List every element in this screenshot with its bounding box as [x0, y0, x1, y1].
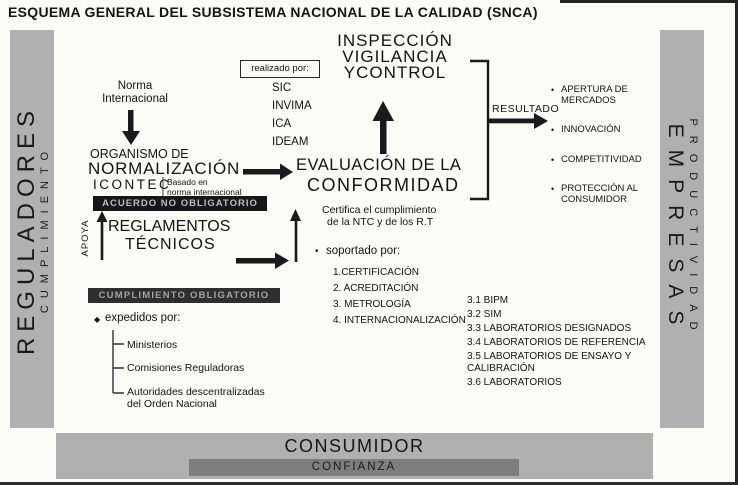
- realizado-item-sic: SIC: [272, 82, 292, 94]
- scan-edge-top: [560, 0, 738, 3]
- reglamentos-right-arrow: [236, 252, 289, 269]
- norma-internacional-label: Norma Internacional: [102, 80, 168, 105]
- expedidos-bracket: [112, 330, 124, 394]
- organismo-line3-icontec: ICONTEC: [93, 177, 172, 192]
- resultado-bracket: [470, 59, 490, 201]
- scan-edge-right: [735, 0, 738, 485]
- metrologia-item-lab-ensayo: 3.5 LABORATORIOS DE ENSAYO Y CALIBRACIÓN: [467, 351, 632, 374]
- bottom-bar-primary-label: CONSUMIDOR: [284, 436, 425, 456]
- dot-bullet-icon: •: [315, 246, 319, 257]
- resultado-right-arrow: [489, 113, 548, 129]
- metrologia-item-lab-designados: 3.3 LABORATORIOS DESIGNADOS: [467, 323, 632, 334]
- evaluacion-to-inspeccion-arrow: [372, 101, 394, 154]
- evaluacion-line2: CONFORMIDAD: [307, 175, 460, 195]
- icontec-note: Basado en norma internacional: [167, 177, 242, 197]
- metrologia-item-lab-referencia: 3.4 LABORATORIOS DE REFERENCIA: [467, 337, 646, 348]
- realizado-item-ica: ICA: [272, 118, 292, 130]
- right-bar-secondary-label: PRODUCTIVIDAD: [687, 118, 699, 340]
- norma-to-organismo-arrow: [122, 110, 140, 145]
- metrologia-item-laboratorios: 3.6 LABORATORIOS: [467, 377, 562, 388]
- inspeccion-line2: VIGILANCIA: [342, 47, 448, 66]
- realizado-por-box: realizado por:: [240, 60, 320, 78]
- organismo-to-evaluacion-arrow: [243, 163, 293, 180]
- right-bar-empresas: EMPRESAS PRODUCTIVIDAD: [660, 30, 704, 428]
- certifica-up-arrow: [290, 209, 301, 262]
- soportado-por-label: soportado por:: [326, 245, 401, 257]
- expedidos-item-autoridades: Autoridades descentralizadas del Orden N…: [127, 386, 265, 410]
- realizado-item-ideam: IDEAM: [272, 136, 309, 148]
- organismo-line2: NORMALIZACIÓN: [88, 159, 241, 178]
- certifica-line1: Certifica el cumplimiento: [322, 204, 437, 216]
- expedidos-por-label: expedidos por:: [105, 312, 181, 324]
- organismo-line1: ORGANISMO DE: [90, 147, 189, 161]
- certifica-line2: de la NTC y de los R.T: [327, 216, 434, 228]
- metrologia-item-bipm: 3.1 BIPM: [467, 295, 509, 306]
- bottom-bar-secondary-label: CONFIANZA: [311, 461, 397, 473]
- confianza-strip: CONFIANZA: [189, 459, 519, 476]
- result-item-competitividad: COMPETITIVIDAD: [561, 154, 642, 165]
- inspeccion-line3: YCONTROL: [343, 63, 447, 82]
- cumplimiento-obligatorio-tag: CUMPLIMIENTO OBLIGATORIO: [88, 288, 280, 303]
- diamond-bullet-icon: ◆: [94, 315, 101, 324]
- left-bar-secondary-label: CUMPLIMIENTO: [39, 144, 51, 314]
- soportado-item-acreditacion: 2. ACREDITACIÓN: [333, 283, 419, 294]
- expedidos-item-ministerios: Ministerios: [127, 339, 178, 351]
- realizado-item-invima: INVIMA: [272, 100, 312, 112]
- inspeccion-line1: INSPECCIÓN: [337, 31, 453, 50]
- result-item-innovacion: INNOVACIÓN: [561, 124, 621, 135]
- evaluacion-line1: EVALUACIÓN DE LA: [296, 156, 462, 174]
- bottom-bar-consumidor: CONSUMIDOR CONFIANZA: [56, 433, 653, 479]
- metrologia-item-sim: 3.2 SIM: [467, 309, 502, 320]
- apoya-label: APOYA: [80, 219, 91, 257]
- left-bar-reguladores: REGULADORES CUMPLIMIENTO: [10, 30, 54, 428]
- page-title: ESQUEMA GENERAL DEL SUBSISTEMA NACIONAL …: [8, 4, 538, 20]
- result-bullet-2-icon: •: [551, 125, 555, 135]
- resultado-label: RESULTADO: [492, 103, 560, 115]
- result-bullet-3-icon: •: [551, 155, 555, 165]
- reglamentos-line1: REGLAMENTOS: [108, 218, 231, 235]
- soportado-item-internacionalizacion: 4. INTERNACIONALIZACIÓN: [333, 315, 466, 326]
- soportado-item-certificacion: 1.CERTIFICACIÓN: [333, 267, 419, 278]
- right-bar-primary-label: EMPRESAS: [664, 123, 687, 337]
- apoya-up-arrow: [96, 211, 108, 260]
- result-bullet-1-icon: •: [551, 85, 555, 95]
- reglamentos-line2: TÉCNICOS: [125, 236, 216, 253]
- expedidos-item-comisiones: Comisiones Reguladoras: [127, 362, 245, 374]
- result-item-proteccion: PROTECCIÓN AL CONSUMIDOR: [561, 183, 639, 205]
- scan-edge-bottom: [0, 482, 738, 485]
- result-bullet-4-icon: •: [551, 184, 555, 194]
- soportado-item-metrologia: 3. METROLOGÍA: [333, 299, 411, 310]
- result-item-apertura: APERTURA DE MERCADOS: [561, 84, 628, 106]
- acuerdo-no-obligatorio-tag: ACUERDO NO OBLIGATORIO: [93, 196, 267, 211]
- left-bar-primary-label: REGULADORES: [13, 104, 40, 356]
